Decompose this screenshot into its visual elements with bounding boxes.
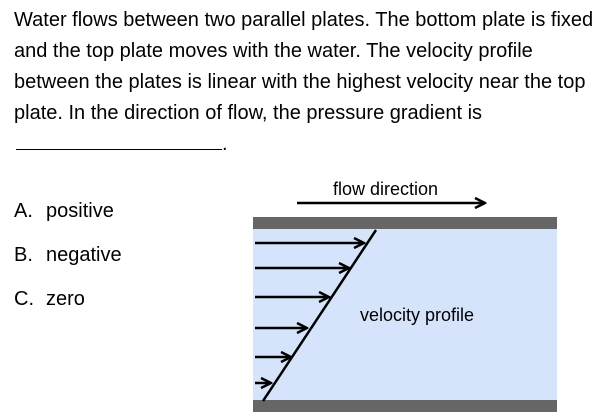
question-text: Water flows between two parallel plates.… xyxy=(14,5,610,160)
velocity-profile-line xyxy=(261,229,378,402)
option-b[interactable]: B. negative xyxy=(14,243,122,267)
option-a[interactable]: A. positive xyxy=(14,199,114,223)
question-end: . xyxy=(222,133,228,155)
option-letter: B. xyxy=(14,244,33,266)
option-label: zero xyxy=(46,288,85,310)
velocity-arrows xyxy=(255,243,364,383)
option-letter: A. xyxy=(14,200,33,222)
option-label: negative xyxy=(46,244,122,266)
flow-direction-label: flow direction xyxy=(333,179,439,199)
question-body: Water flows between two parallel plates.… xyxy=(14,9,594,124)
bottom-plate xyxy=(253,400,557,412)
fluid-region xyxy=(253,229,557,400)
option-label: positive xyxy=(46,200,114,222)
answer-blank[interactable] xyxy=(16,129,222,150)
velocity-profile-label: velocity profile xyxy=(360,305,475,325)
top-plate xyxy=(253,217,557,229)
option-letter: C. xyxy=(14,288,34,310)
option-c[interactable]: C. zero xyxy=(14,287,85,311)
